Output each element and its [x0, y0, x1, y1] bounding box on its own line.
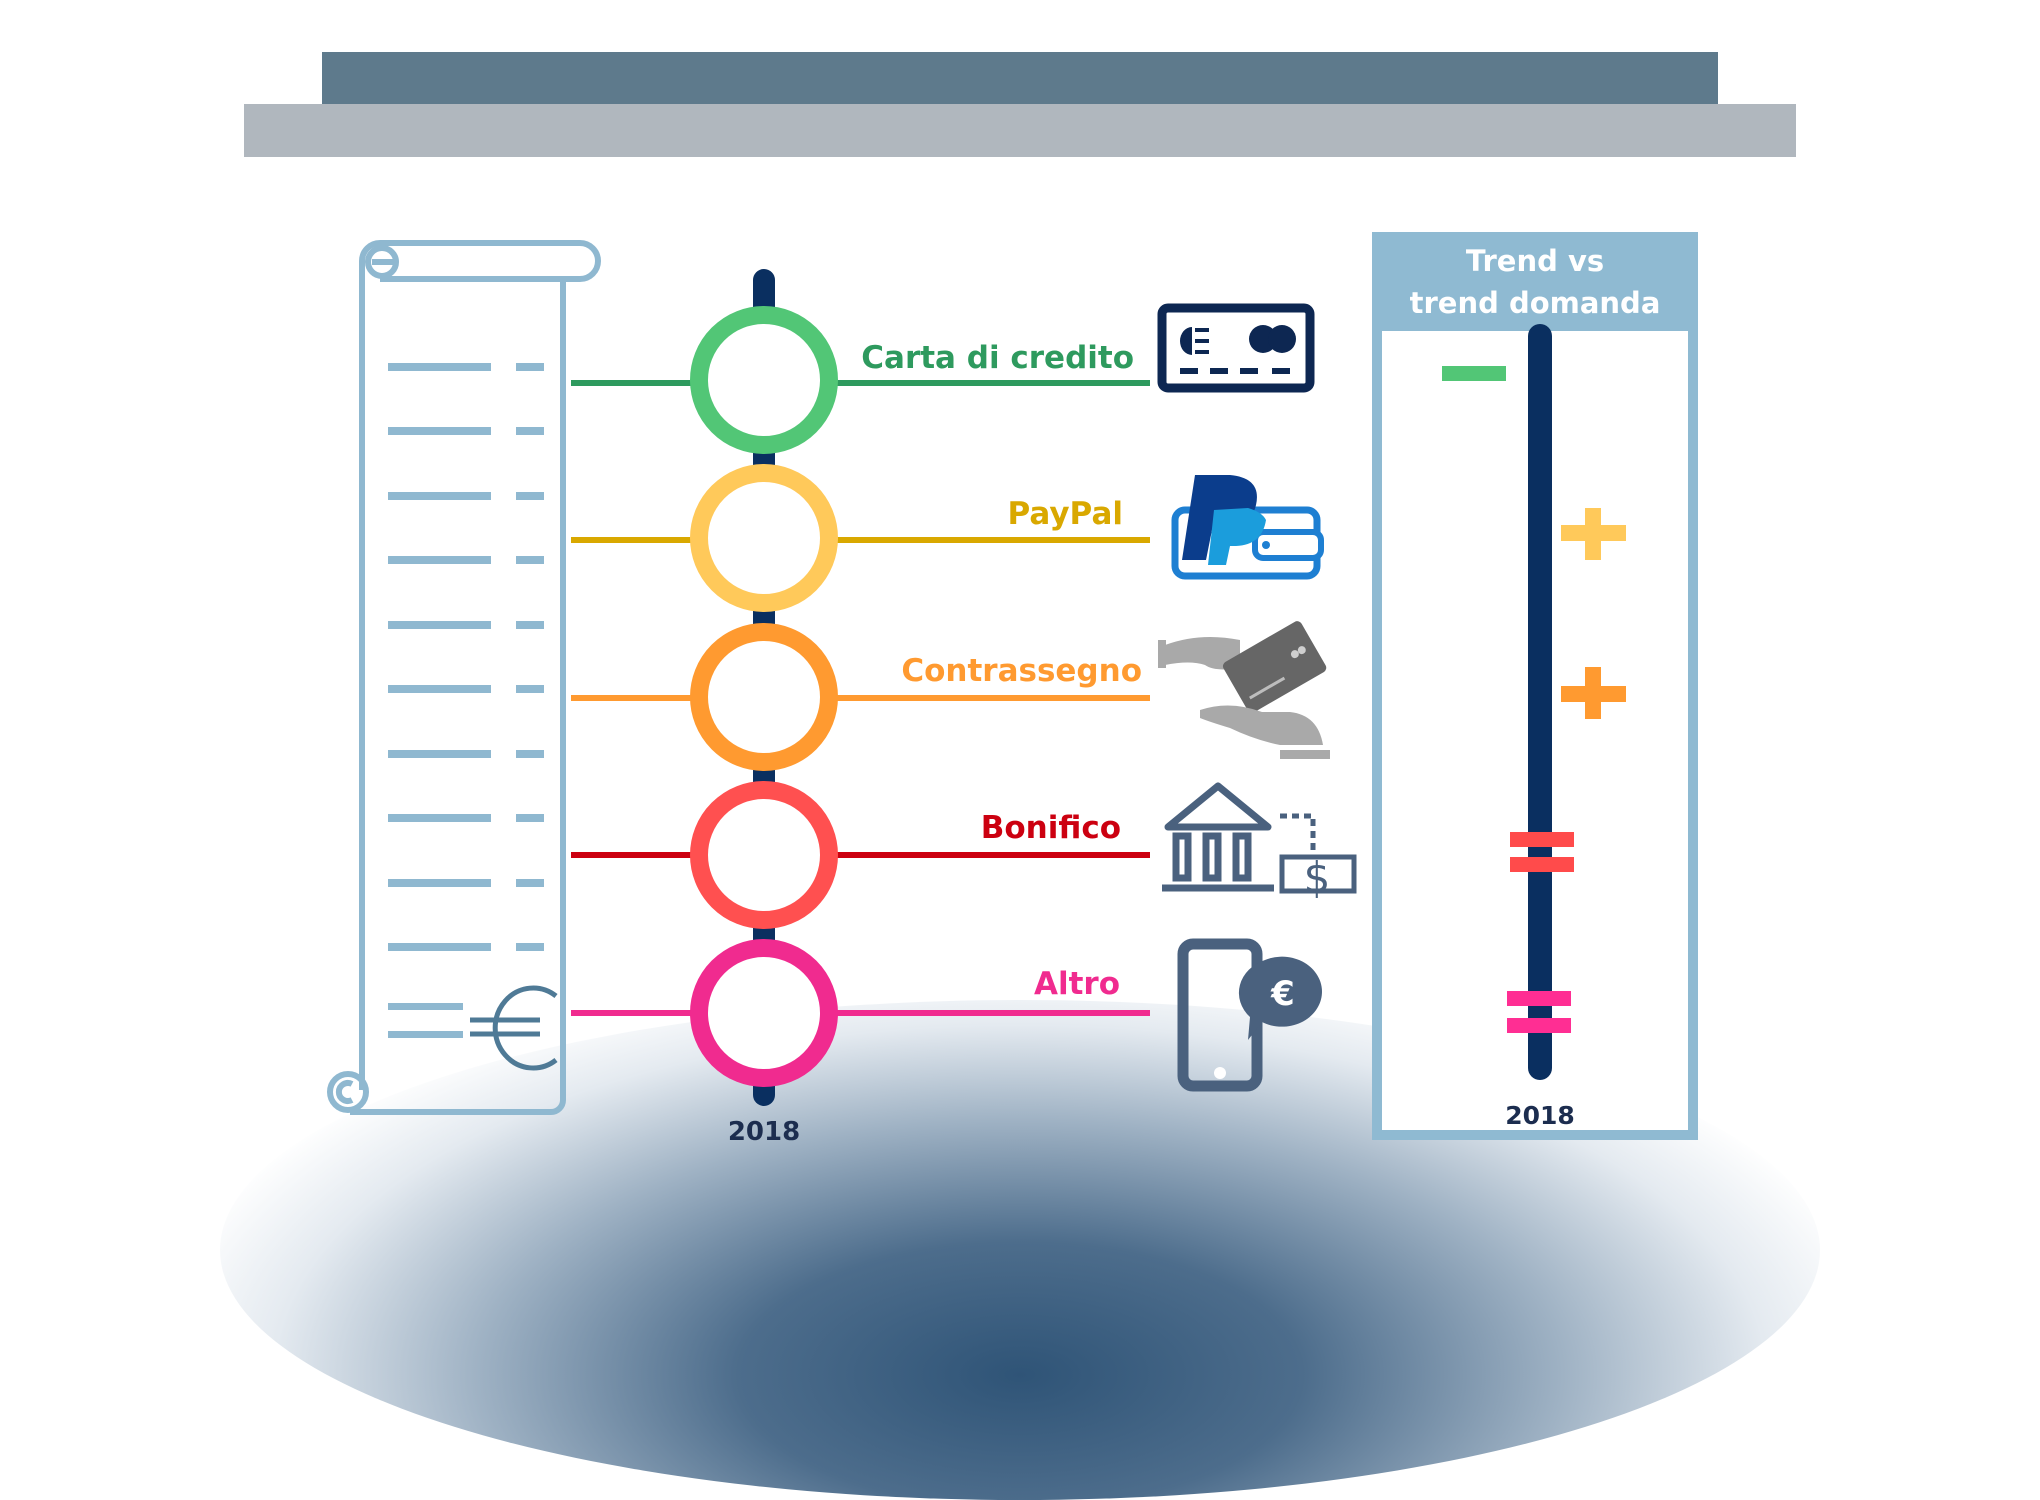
svg-text:€: €	[1270, 974, 1295, 1014]
trend-title-line1: Trend vs	[1465, 244, 1605, 278]
trend-panel	[1372, 232, 1698, 1140]
paypal-wallet-icon	[1171, 475, 1324, 580]
trend-panel-year: 2018	[1505, 1101, 1575, 1130]
trend-title-line2: trend domanda	[1409, 286, 1661, 320]
credit-card-icon	[1157, 303, 1315, 393]
mobile-payment-euro-icon: €	[1177, 938, 1322, 1092]
dollar-icon: $	[1304, 853, 1331, 902]
label-carta-di-credito: Carta di credito	[861, 340, 1134, 376]
payment-icons: $ €	[1157, 303, 1357, 1092]
label-contrassegno: Contrassegno	[901, 653, 1142, 689]
header-bar-dark	[322, 52, 1718, 104]
receipt-scroll-euro-icon	[327, 240, 601, 1115]
trend-equal-icon	[1510, 832, 1574, 872]
header-bar-grey	[244, 104, 1796, 157]
timeline-year: 2018	[727, 1117, 801, 1147]
label-bonifico: Bonifico	[980, 810, 1121, 846]
trend-plus-icon	[1561, 667, 1626, 719]
trend-panel-title: Trend vs trend domanda	[1372, 240, 1698, 324]
label-paypal: PayPal	[1007, 496, 1124, 532]
label-altro: Altro	[1033, 966, 1120, 1002]
trend-minus-icon	[1442, 366, 1506, 381]
trend-plus-icon	[1561, 508, 1626, 560]
bank-transfer-icon	[1162, 782, 1357, 894]
payment-timeline	[571, 269, 1150, 1106]
cash-on-delivery-hands-icon	[1158, 621, 1330, 759]
trend-equal-icon	[1507, 991, 1571, 1033]
